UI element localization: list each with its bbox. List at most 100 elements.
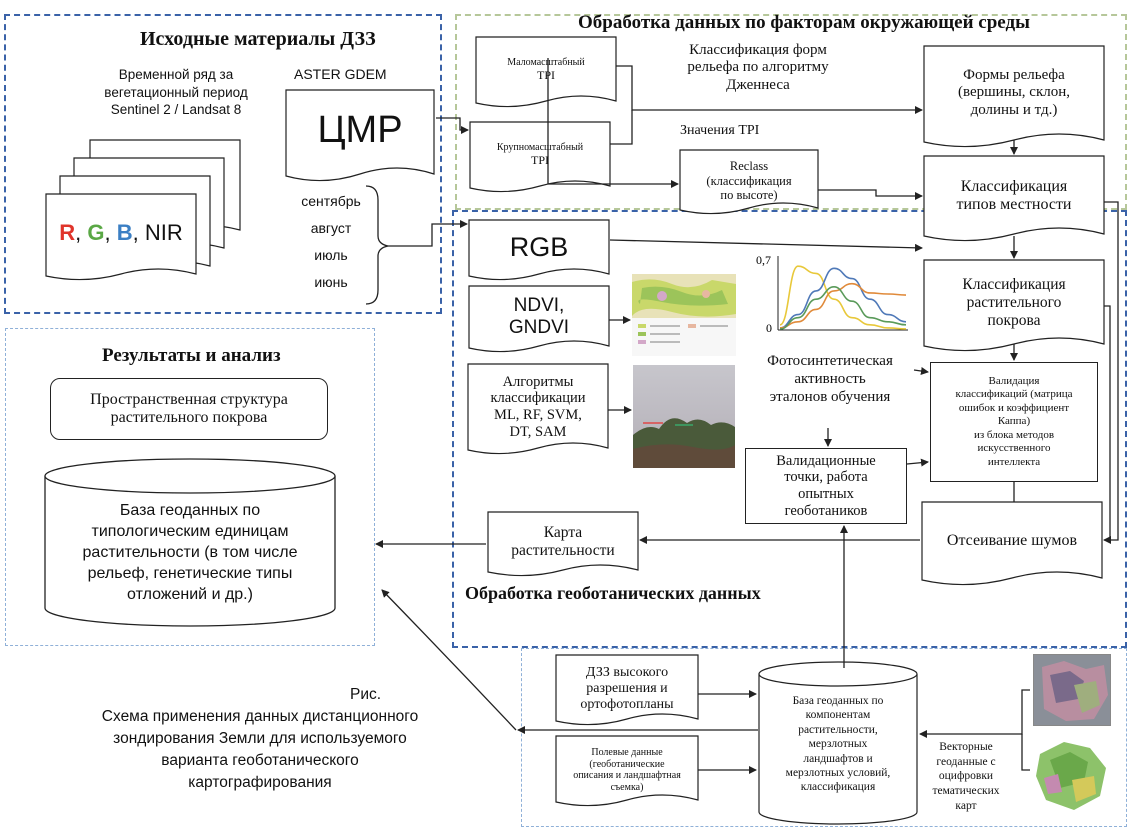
spatial-structure-box: Пространственная структура растительного… (50, 378, 328, 440)
reclass-line: по высоте) (720, 188, 778, 203)
validation-line: искусственного (977, 442, 1051, 455)
jenness-line: рельефа по алгоритму (687, 59, 829, 76)
typology-database-label: База геоданных по типологическим единица… (44, 500, 336, 606)
valpoints-line: Валидационные (776, 452, 876, 469)
vegmap-line: Карта (543, 524, 583, 542)
photosynth-line: эталонов обучения (769, 389, 891, 405)
rgb-doc: RGB (468, 219, 610, 282)
gisdb-line: мерзлотных (808, 738, 868, 751)
landforms-line: Формы рельефа (963, 67, 1065, 84)
caption-line: Рис. (350, 686, 382, 703)
series-caption: Временной ряд за вегетационный период Se… (76, 66, 276, 119)
chart-series-line-2 (779, 267, 907, 329)
tpi-large-label: Крупномасштабный TPI (493, 142, 587, 167)
vegcover-doc: Классификация растительного покрова (923, 259, 1105, 352)
vector-line: карт (955, 799, 977, 812)
typology-database-cylinder: База геоданных по типологическим единица… (44, 458, 336, 630)
month-july: июль (314, 247, 348, 263)
series-caption-line: Временной ряд за (118, 67, 234, 82)
tpi-small-line: TPI (537, 67, 555, 82)
gisdb-line: мерзлотных условий, (785, 766, 891, 779)
hires-line: разрешения и (586, 680, 668, 696)
series-caption-line: вегетационный период (104, 84, 248, 100)
tpi-values-label: Значения TPI (680, 123, 760, 138)
results-region (5, 328, 375, 646)
aster-label: ASTER GDEM (294, 66, 387, 82)
ndvi-line: GNDVI (508, 317, 570, 338)
validation-box: Валидация классификаций (матрица ошибок … (930, 362, 1098, 482)
vegcover-line: растительного (966, 294, 1062, 312)
valpoints-line: точки, работа (784, 469, 868, 486)
caption-line: варианта геоботанического (161, 752, 359, 769)
chart-series-line-3 (779, 282, 907, 329)
validation-line: интеллекта (987, 455, 1041, 468)
algorithms-line: Алгоритмы (502, 373, 574, 390)
reclass-doc: Reclass (классификация по высоте) (679, 149, 819, 216)
environment-region (455, 14, 1127, 210)
reclass-line: (классификация (706, 173, 792, 188)
validation-line: Валидация (988, 375, 1040, 388)
algorithms-line: ML, RF, SVM, (494, 407, 582, 423)
reclass-label: Reclass (классификация по высоте) (702, 159, 795, 202)
band-nir: NIR (144, 220, 183, 246)
structure-line: растительного покрова (110, 409, 268, 426)
landforms-doc: Формы рельефа (вершины, склон, долины и … (923, 45, 1105, 148)
gisdb-line: ландшафтов и (803, 752, 873, 765)
jenness-line: Классификация форм (689, 42, 827, 58)
photosynth-line: Фотосинтетическая (767, 353, 893, 369)
band-sep: , (132, 220, 145, 246)
gisdb-line: База геоданных по (792, 695, 884, 707)
gis-map-image-2 (1030, 734, 1112, 816)
hires-label: ДЗЗ высокого разрешения и ортофотопланы (576, 665, 677, 713)
band-r: R (59, 220, 76, 246)
tpi-large-doc: Крупномасштабный TPI (469, 121, 611, 194)
month-june: июнь (314, 274, 348, 290)
tpi-small-doc: Маломасштабный TPI (475, 36, 617, 109)
chart-series-line-4 (779, 285, 907, 330)
dem-doc: ЦМР (285, 89, 435, 182)
band-stack-doc-front: R, G, B, NIR (45, 193, 197, 284)
vector-line: геоданные с (936, 755, 996, 768)
gis-database-cylinder: База геоданных по компонентам растительн… (758, 660, 918, 826)
tpi-large-line: TPI (530, 152, 549, 167)
ndvi-label: NDVI, GNDVI (505, 295, 573, 339)
field-data-label: Полевые данные (геоботанические описания… (569, 747, 685, 793)
reclass-line: Reclass (729, 159, 769, 174)
gis-map-image-1 (1033, 654, 1111, 726)
vector-line: тематических (932, 785, 1000, 798)
jenness-label: Классификация форм рельефа по алгоритму … (656, 42, 860, 94)
band-g: G (87, 220, 105, 246)
field-line: Полевые данные (591, 747, 663, 758)
gisdb-line: растительности, (798, 723, 878, 736)
band-b: B (116, 220, 133, 246)
algorithms-doc: Алгоритмы классификации ML, RF, SVM, DT,… (467, 363, 609, 456)
source-materials-region (4, 14, 442, 314)
database-line: База геоданных по (119, 502, 261, 519)
field-photo-image (633, 365, 735, 468)
terrain-line: Классификация (960, 177, 1068, 195)
validation-line: из блока методов (973, 428, 1055, 441)
validation-line: Каппа) (997, 415, 1031, 428)
gisdb-line: классификация (800, 781, 876, 794)
caption-line: зондирования Земли для используемого (113, 730, 407, 747)
bands-label: R, G, B, NIR (55, 220, 187, 245)
rgb-label: RGB (509, 232, 569, 263)
chart-ytick-max: 0,7 (756, 253, 771, 267)
hires-doc: ДЗЗ высокого разрешения и ортофотопланы (555, 654, 699, 727)
validation-points-box: Валидационные точки, работа опытных геоб… (745, 448, 907, 524)
vegcover-line: покрова (987, 311, 1041, 329)
ndvi-doc: NDVI, GNDVI (468, 285, 610, 354)
chart-ytick-zero: 0 (766, 321, 772, 335)
noise-filter-label: Отсеивание шумов (946, 531, 1078, 549)
month-september: сентябрь (301, 193, 361, 209)
field-data-doc: Полевые данные (геоботанические описания… (555, 735, 699, 808)
database-line: типологическим единицам (91, 523, 289, 541)
validation-line: ошибок и коэффициент (958, 401, 1070, 414)
terrain-line: типов местности (956, 196, 1072, 213)
vector-data-label: Векторные геоданные с оцифровки тематиче… (920, 740, 1012, 814)
algorithms-line: DT, SAM (509, 423, 567, 440)
tpi-small-label: Маломасштабный TPI (503, 57, 589, 82)
dem-label: ЦМР (317, 109, 403, 152)
band-sep: , (75, 220, 88, 246)
month-august: август (310, 220, 352, 236)
